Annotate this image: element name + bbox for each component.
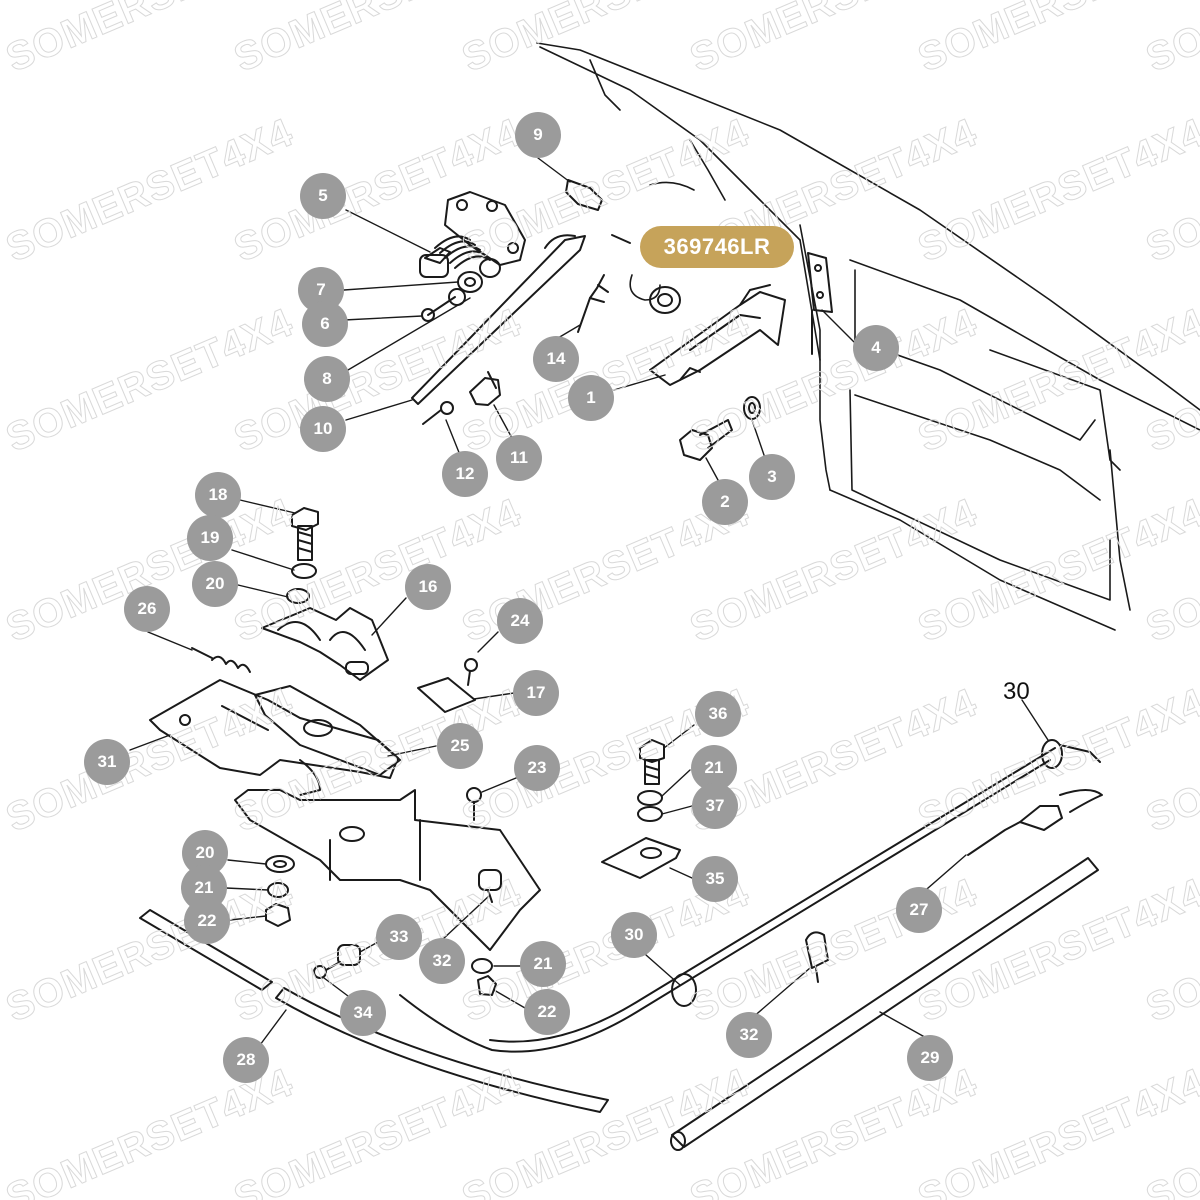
callout-32-lower: 32 bbox=[726, 1012, 772, 1058]
callout-18: 18 bbox=[195, 472, 241, 518]
callout-22-center: 22 bbox=[524, 989, 570, 1035]
callout-19: 19 bbox=[187, 515, 233, 561]
callout-20-lower: 20 bbox=[182, 830, 228, 876]
latch-1 bbox=[649, 284, 786, 386]
callout-3: 3 bbox=[749, 454, 795, 500]
callout-2: 2 bbox=[702, 479, 748, 525]
callout-9: 9 bbox=[515, 112, 561, 158]
callout-16: 16 bbox=[405, 564, 451, 610]
washer-stack-center bbox=[471, 958, 497, 996]
callout-24: 24 bbox=[497, 598, 543, 644]
tube-29 bbox=[670, 857, 1099, 1151]
callout-34: 34 bbox=[340, 990, 386, 1036]
callout-4: 4 bbox=[853, 325, 899, 371]
connector-32a bbox=[478, 869, 502, 903]
callout-26: 26 bbox=[124, 586, 170, 632]
plate-17 bbox=[417, 677, 476, 713]
callout-28: 28 bbox=[223, 1037, 269, 1083]
screw-24 bbox=[464, 658, 478, 686]
bolt-36 bbox=[637, 739, 665, 822]
tray-31 bbox=[149, 679, 399, 779]
callout-35: 35 bbox=[692, 856, 738, 902]
pin-14 bbox=[577, 274, 609, 333]
clip-9 bbox=[565, 179, 631, 244]
callout-6: 6 bbox=[302, 301, 348, 347]
mounting-plate bbox=[234, 789, 541, 951]
callout-17: 17 bbox=[513, 670, 559, 716]
callout-12: 12 bbox=[442, 451, 488, 497]
callout-14: 14 bbox=[533, 336, 579, 382]
bolt-23 bbox=[466, 787, 482, 821]
callout-11: 11 bbox=[496, 435, 542, 481]
bracket-16 bbox=[261, 607, 389, 681]
callout-23: 23 bbox=[514, 745, 560, 791]
callout-31: 31 bbox=[84, 739, 130, 785]
callout-32-center: 32 bbox=[419, 938, 465, 984]
washer-3 bbox=[743, 396, 761, 420]
callout-22-left: 22 bbox=[184, 898, 230, 944]
body-panel bbox=[536, 42, 1200, 631]
callout-8: 8 bbox=[304, 356, 350, 402]
cable-27 bbox=[967, 789, 1103, 856]
cable-label-30: 30 bbox=[1003, 678, 1030, 705]
latch-25 bbox=[254, 685, 401, 796]
clamp-33 bbox=[313, 944, 361, 979]
stay-rod bbox=[411, 234, 586, 405]
cable-30 bbox=[399, 739, 1101, 1053]
callout-37: 37 bbox=[692, 783, 738, 829]
callout-1: 1 bbox=[568, 375, 614, 421]
hinge-assembly bbox=[419, 191, 526, 322]
callout-30: 30 bbox=[611, 912, 657, 958]
connector-32b bbox=[805, 931, 829, 983]
part-11-12 bbox=[422, 371, 501, 425]
callout-27: 27 bbox=[896, 887, 942, 933]
callout-36: 36 bbox=[695, 691, 741, 737]
callout-25: 25 bbox=[437, 723, 483, 769]
washer-stack-left bbox=[265, 855, 295, 927]
callout-33: 33 bbox=[376, 914, 422, 960]
callout-29: 29 bbox=[907, 1035, 953, 1081]
bracket-35 bbox=[601, 837, 681, 879]
spring-26 bbox=[191, 647, 251, 673]
washer-upper bbox=[649, 286, 681, 314]
callout-20-upper: 20 bbox=[192, 561, 238, 607]
bolt-18 bbox=[286, 507, 319, 604]
plate-4 bbox=[807, 252, 833, 355]
callout-10: 10 bbox=[300, 406, 346, 452]
bolt-2 bbox=[679, 419, 733, 461]
part-number-badge: 369746LR bbox=[640, 226, 794, 268]
callout-5: 5 bbox=[300, 173, 346, 219]
callout-21-center: 21 bbox=[520, 941, 566, 987]
